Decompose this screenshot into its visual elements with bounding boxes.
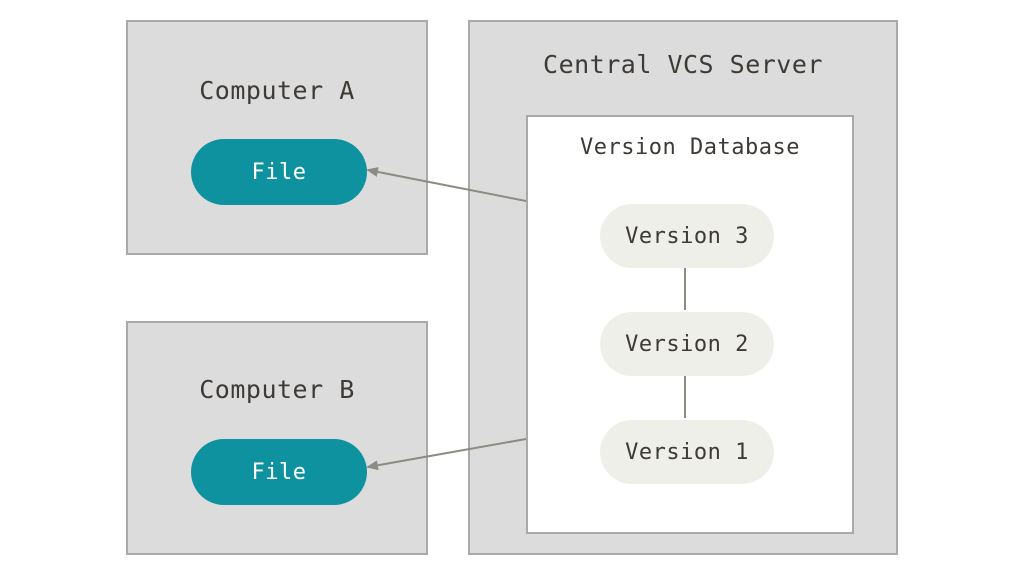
version-1-node: Version 1 <box>600 420 774 484</box>
computer-b-file: File <box>191 439 367 505</box>
version-database-title: Version Database <box>580 135 800 160</box>
computer-a-box: Computer A File <box>126 20 428 255</box>
computer-a-title: Computer A <box>199 76 355 105</box>
computer-b-title: Computer B <box>199 375 355 404</box>
version-2-node: Version 2 <box>600 312 774 376</box>
server-box: Central VCS Server Version Database Vers… <box>468 20 898 555</box>
version-database-panel: Version Database Version 3 Version 2 Ver… <box>526 115 854 534</box>
computer-a-file: File <box>191 139 367 205</box>
server-title: Central VCS Server <box>543 50 823 79</box>
version-3-node: Version 3 <box>600 204 774 268</box>
computer-b-box: Computer B File <box>126 321 428 555</box>
